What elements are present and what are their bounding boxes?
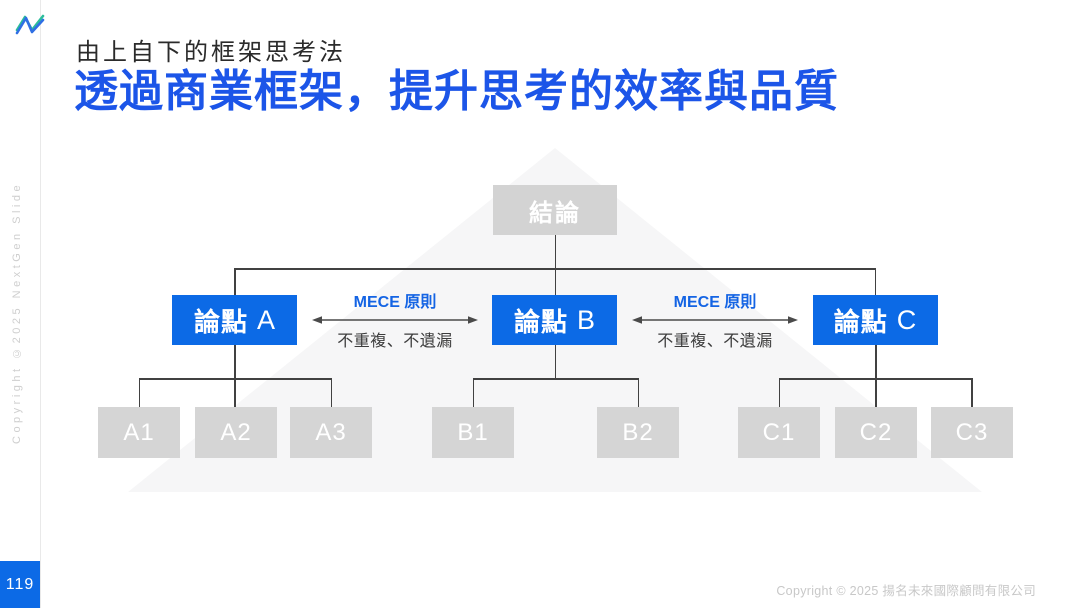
point-b-letter: B (577, 304, 596, 335)
page-number-badge: 119 (0, 561, 40, 608)
mece-principle-label: MECE 原則 (673, 294, 757, 311)
connector-line (472, 378, 639, 380)
connector-line (778, 378, 973, 380)
conclusion-box: 結論 (493, 185, 617, 235)
connector-line (778, 378, 780, 407)
leaf-box-a3: A3 (290, 407, 372, 458)
connector-line (875, 345, 877, 407)
pyramid-diagram: 結論 論點 A 論點 B 論點 C MECE 原則 不重複、不遺漏 MECE 原… (0, 140, 1080, 508)
connector-line (138, 378, 332, 380)
point-box-a: 論點 A (172, 295, 297, 345)
connector-line (330, 378, 332, 407)
leaf-box-b1: B1 (432, 407, 514, 458)
leaf-c1-label: C1 (762, 418, 796, 446)
leaf-c2-label: C2 (859, 418, 893, 446)
footer-copyright: Copyright © 2025 揚名未來國際顧問有限公司 (776, 584, 1036, 598)
page-number: 119 (5, 575, 35, 593)
point-box-b: 論點 B (492, 295, 617, 345)
point-a-label: 論點 (193, 306, 248, 337)
connector-line (874, 268, 876, 295)
connector-line (554, 235, 556, 269)
leaf-box-c2: C2 (835, 407, 917, 458)
point-c-label: 論點 (833, 306, 888, 337)
connector-line (234, 268, 236, 295)
connector-line (554, 345, 556, 378)
mece-principle-label: MECE 原則 (353, 294, 437, 311)
leaf-b1-label: B1 (457, 418, 489, 446)
leaf-box-b2: B2 (597, 407, 679, 458)
leaf-a2-label: A2 (220, 418, 252, 446)
point-box-c: 論點 C (812, 295, 938, 345)
double-arrow-icon (312, 316, 478, 324)
connector-line (971, 378, 973, 407)
connector-line (472, 378, 474, 407)
connector-line (554, 268, 556, 295)
mece-sublabel: 不重複、不遺漏 (657, 333, 773, 350)
connector-line (138, 378, 140, 407)
leaf-box-c3: C3 (931, 407, 1013, 458)
mece-sublabel: 不重複、不遺漏 (337, 333, 453, 350)
double-arrow-icon (632, 316, 798, 324)
point-a-letter: A (257, 304, 276, 335)
leaf-box-a2: A2 (195, 407, 277, 458)
slide-kicker: 由上自下的框架思考法 (76, 39, 346, 66)
connector-line (637, 378, 639, 407)
slide-title: 透過商業框架，提升思考的效率與品質 (74, 67, 839, 116)
leaf-b2-label: B2 (622, 418, 654, 446)
leaf-a1-label: A1 (123, 418, 155, 446)
leaf-a3-label: A3 (315, 418, 347, 446)
point-b-label: 論點 (513, 306, 568, 337)
side-divider-line (40, 0, 41, 608)
nextgen-logo-icon (15, 14, 45, 35)
connector-line (234, 345, 236, 407)
leaf-c3-label: C3 (955, 418, 989, 446)
leaf-box-a1: A1 (98, 407, 180, 458)
leaf-box-c1: C1 (738, 407, 820, 458)
point-c-letter: C (896, 304, 917, 335)
conclusion-label: 結論 (529, 199, 581, 227)
